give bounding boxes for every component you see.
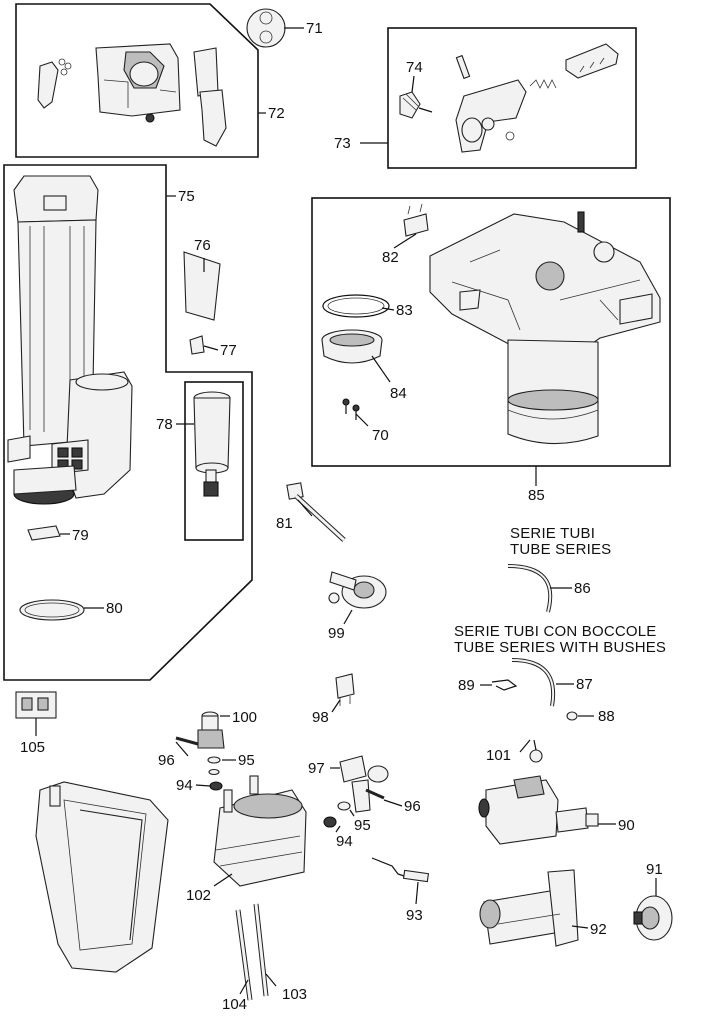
- part-79-gasket: [27, 525, 61, 541]
- part-83-o-ring: [322, 294, 390, 318]
- part-81-rod: [286, 482, 346, 542]
- label-79: 79: [72, 527, 89, 544]
- part-80-belt: [19, 599, 85, 621]
- label-102: 102: [186, 887, 211, 904]
- part-73-assembly: [399, 43, 619, 153]
- part-70-screws: [342, 398, 360, 420]
- part-90-pump: [478, 775, 599, 845]
- part-95-washer-right: [337, 801, 351, 811]
- label-100: 100: [232, 709, 257, 726]
- label-90: 90: [618, 817, 635, 834]
- group-box-72: [15, 3, 259, 158]
- part-78-motor: [193, 391, 231, 497]
- label-80: 80: [106, 600, 123, 617]
- label-101: 101: [486, 747, 511, 764]
- label-87: 87: [576, 676, 593, 693]
- part-82-microswitch: [403, 203, 429, 237]
- part-94-ring-right: [323, 816, 337, 828]
- note-tube-series-it: SERIE TUBI: [510, 525, 595, 542]
- part-86-tube: [507, 564, 553, 613]
- note-tube-series-en: TUBE SERIES: [510, 541, 611, 558]
- label-92: 92: [590, 921, 607, 938]
- part-104-tube: [235, 909, 253, 1001]
- label-88: 88: [598, 708, 615, 725]
- group-box-78: [184, 381, 244, 541]
- part-94-ring-left: [209, 781, 223, 791]
- label-93: 93: [406, 907, 423, 924]
- label-81: 81: [276, 515, 293, 532]
- group-box-75: [3, 164, 253, 681]
- part-92-bracket: [479, 869, 579, 947]
- part-102-boiler: [213, 775, 307, 887]
- part-75-main-column: [7, 175, 133, 505]
- part-84-filter-cup: [321, 329, 383, 364]
- label-99: 99: [328, 625, 345, 642]
- part-91-cap: [633, 895, 673, 941]
- label-98: 98: [312, 709, 329, 726]
- part-95-washer-left: [207, 756, 221, 776]
- label-103: 103: [282, 986, 307, 1003]
- label-104: 104: [222, 996, 247, 1013]
- label-96-right: 96: [404, 798, 421, 815]
- part-77-clip: [189, 335, 205, 355]
- label-76: 76: [194, 237, 211, 254]
- note-tube-bushes-it: SERIE TUBI CON BOCCOLE: [454, 623, 657, 640]
- part-89-clip: [491, 679, 518, 691]
- label-94-right: 94: [336, 833, 353, 850]
- group-box-85: [311, 197, 671, 467]
- label-74: 74: [406, 59, 423, 76]
- label-94-left: 94: [176, 777, 193, 794]
- label-105: 105: [20, 739, 45, 756]
- part-96-pin-left: [175, 736, 199, 746]
- label-83: 83: [396, 302, 413, 319]
- label-77: 77: [220, 342, 237, 359]
- part-93-probe: [371, 857, 430, 883]
- note-tube-bushes-en: TUBE SERIES WITH BUSHES: [454, 639, 666, 656]
- part-97-valve: [339, 755, 389, 813]
- label-95-left: 95: [238, 752, 255, 769]
- part-76-plate: [183, 251, 221, 321]
- label-97: 97: [308, 760, 325, 777]
- leader-lines: [35, 27, 657, 995]
- label-89: 89: [458, 677, 475, 694]
- label-72: 72: [268, 105, 285, 122]
- part-101-clip: [529, 739, 543, 763]
- label-71: 71: [306, 20, 323, 37]
- label-73: 73: [334, 135, 351, 152]
- part-103-tube: [253, 903, 269, 997]
- part-72-assembly: [37, 43, 227, 147]
- label-78: 78: [156, 416, 173, 433]
- part-98-connector: [335, 673, 355, 706]
- part-71-seal-disc: [246, 8, 286, 48]
- label-85: 85: [528, 487, 545, 504]
- label-86: 86: [574, 580, 591, 597]
- part-99-valve-seat: [328, 571, 387, 609]
- label-75: 75: [178, 188, 195, 205]
- label-70: 70: [372, 427, 389, 444]
- part-100-valve: [197, 711, 225, 749]
- group-box-73: [387, 27, 637, 169]
- part-water-tank: [35, 781, 169, 973]
- label-95-right: 95: [354, 817, 371, 834]
- part-87-tube-bushes: [511, 658, 556, 707]
- label-91: 91: [646, 861, 663, 878]
- label-82: 82: [382, 249, 399, 266]
- part-85-brew-unit: [429, 211, 661, 445]
- label-84: 84: [390, 385, 407, 402]
- label-96-left: 96: [158, 752, 175, 769]
- part-105-block: [15, 691, 57, 719]
- part-88-bush: [566, 711, 578, 721]
